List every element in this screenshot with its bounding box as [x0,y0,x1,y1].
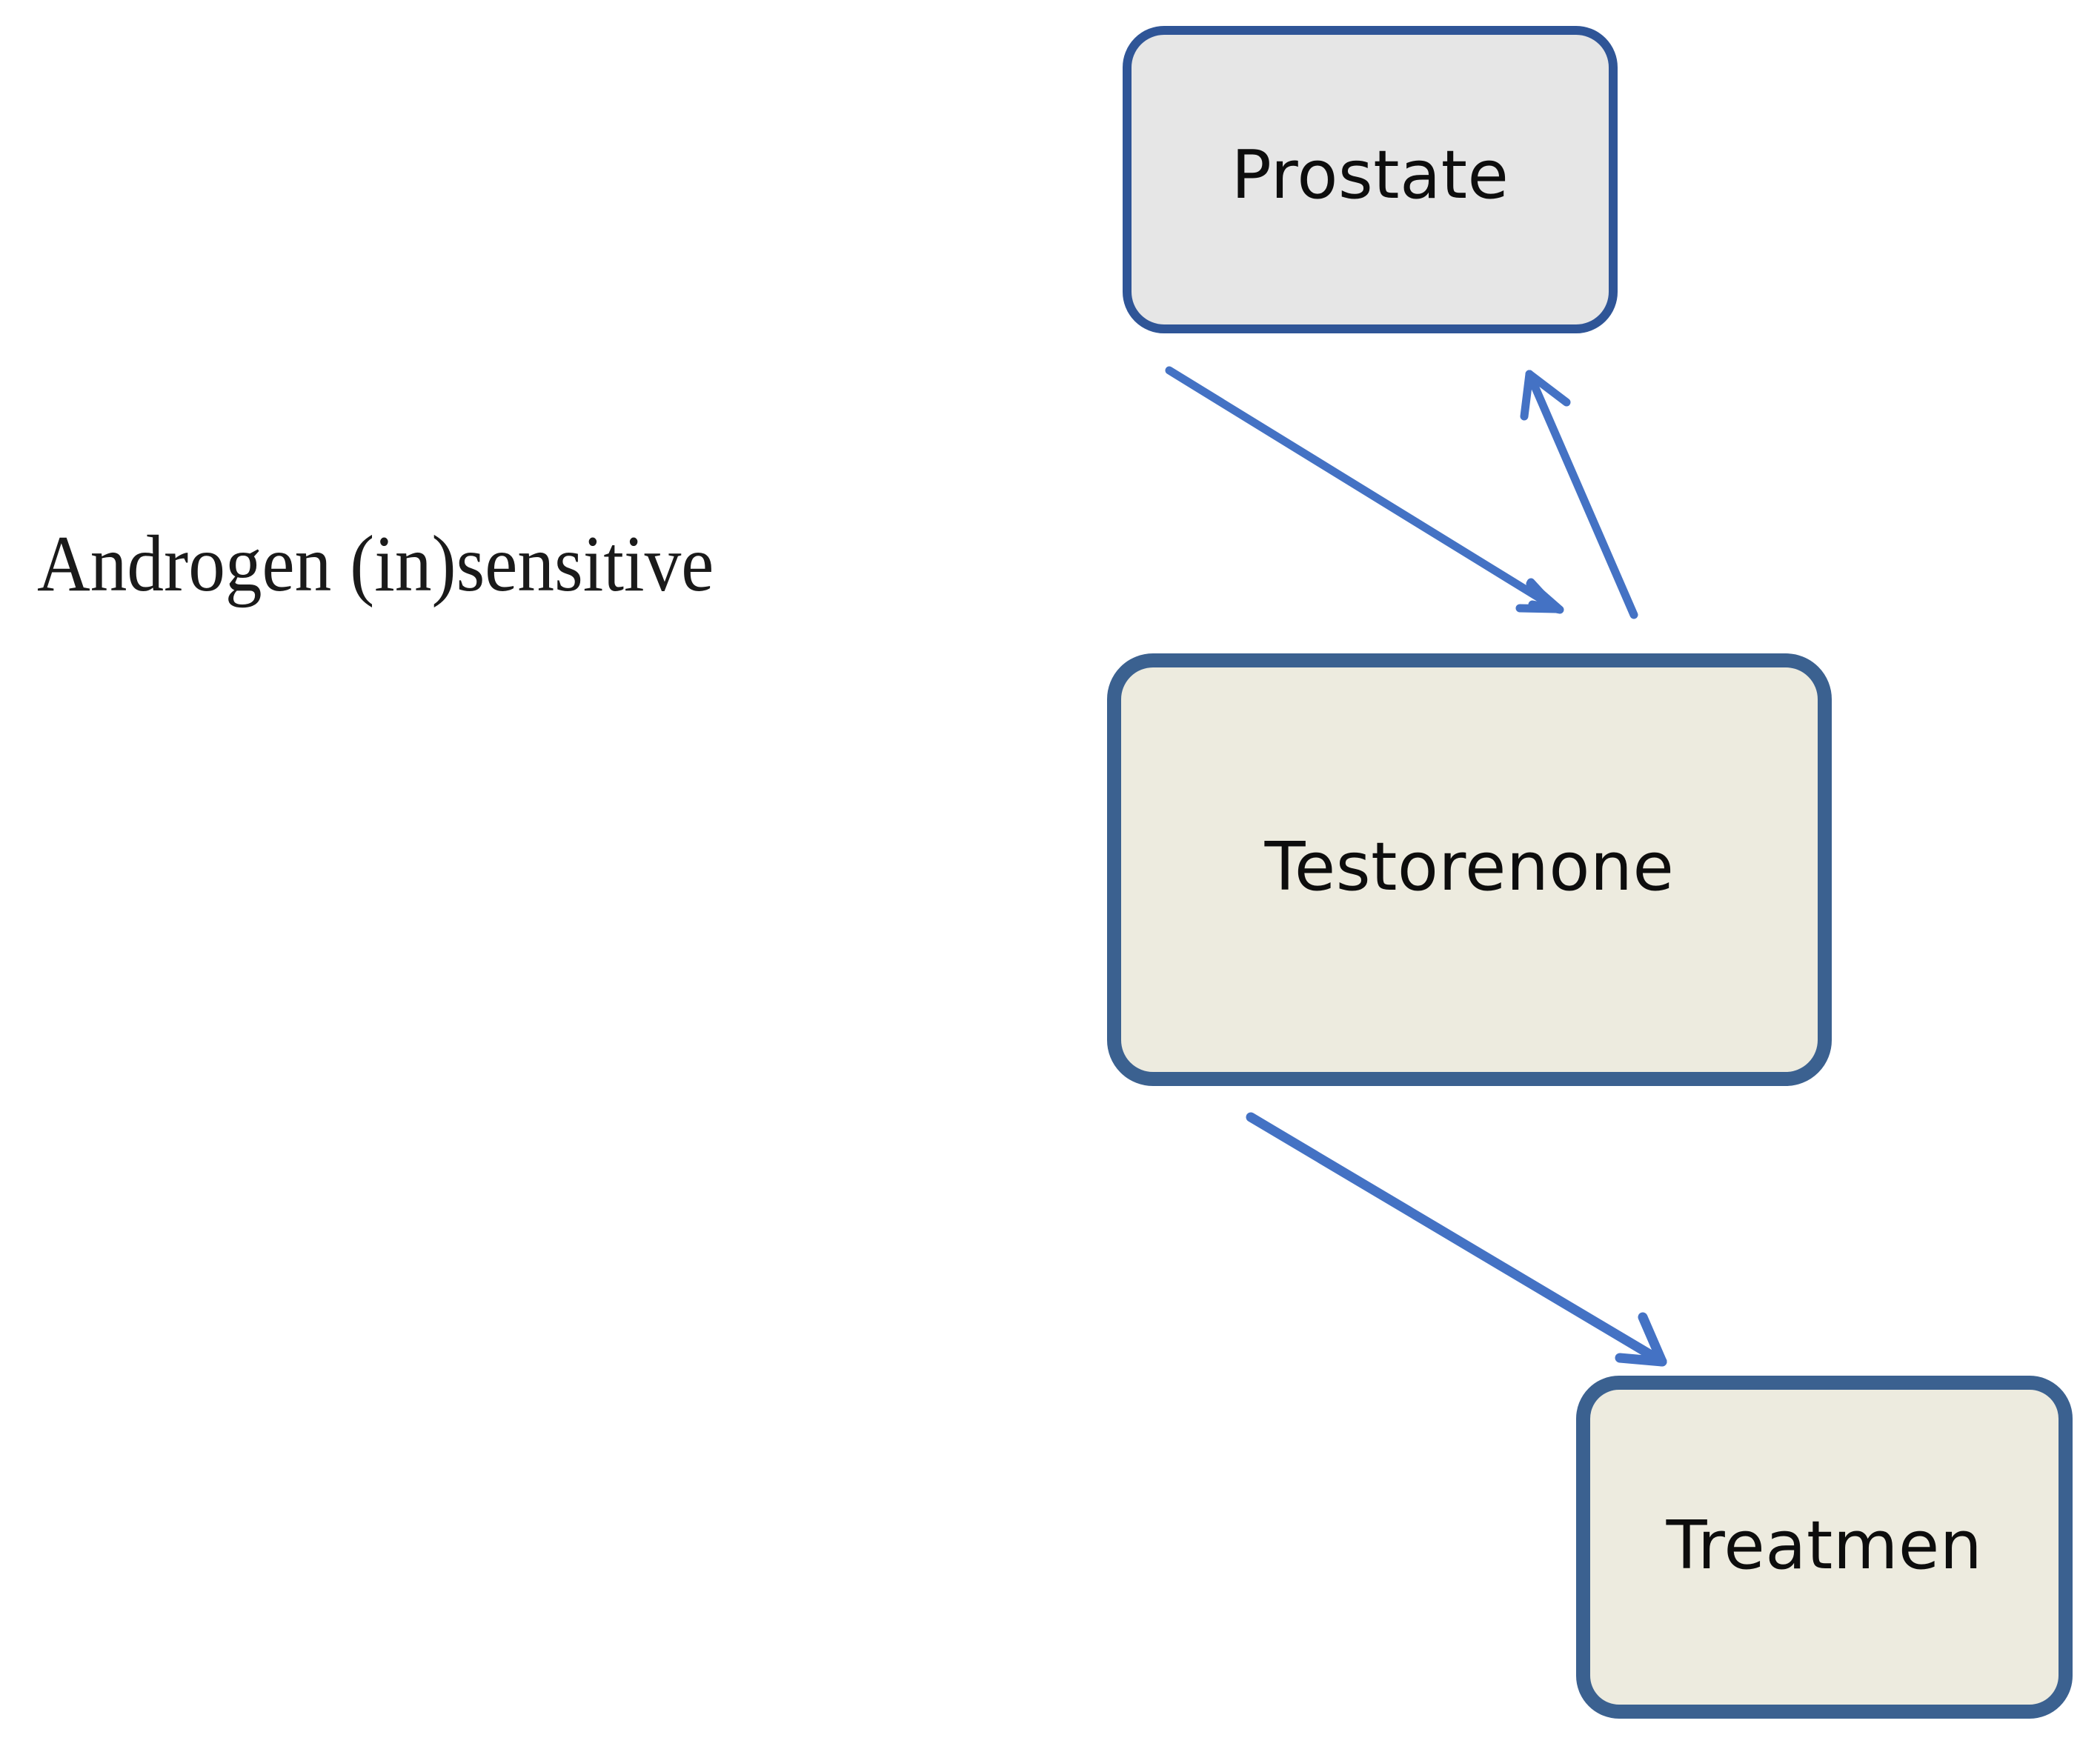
annotation-androgen-insensitive: Androgen (in)sensitive [37,520,714,608]
arrowhead-barb-right [1525,370,1571,407]
arrowhead-barb-lower [1615,1353,1667,1367]
arrowhead-barb-lower [1515,604,1560,613]
node-treatment[interactable]: Treatmen [1576,1376,2073,1719]
edge-prostate-to-testorenone [1165,366,1564,614]
node-testorenone-label: Testorenone [1264,827,1675,906]
node-prostate[interactable]: Prostate [1123,26,1618,333]
arrowhead-open-v [1526,579,1564,614]
edge-line [1246,1112,1667,1367]
edge-testorenone-to-prostate [1520,370,1638,619]
node-testorenone[interactable]: Testorenone [1107,653,1832,1086]
node-treatment-label: Treatmen [1666,1507,1983,1585]
edge-testorenone-to-treatment [1246,1112,1667,1367]
arrowhead-barb-left [1520,370,1534,421]
arrowhead-barb-upper [1638,1312,1667,1367]
node-prostate-label: Prostate [1231,136,1509,214]
edge-line [1525,370,1638,619]
arrowhead-barb-upper [1526,578,1560,613]
edge-line [1165,366,1557,610]
